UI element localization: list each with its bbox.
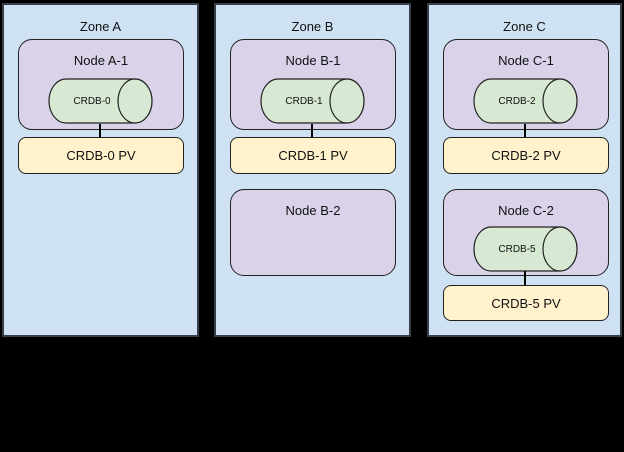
node-b-1: Node B-1 CRDB-1 xyxy=(230,39,396,130)
connector-line xyxy=(99,124,101,138)
zone-label: Zone A xyxy=(79,19,122,34)
node-c-1: Node C-1 CRDB-2 xyxy=(443,39,609,130)
pv-label: CRDB-2 PV xyxy=(491,148,561,163)
cylinder-crdb-2: CRDB-2 xyxy=(473,78,578,124)
zone-label: Zone C xyxy=(503,19,546,34)
node-label: Node B-1 xyxy=(285,53,341,68)
db-label: CRDB-2 xyxy=(498,95,536,107)
db-label: CRDB-5 xyxy=(498,243,536,255)
db-label: CRDB-0 xyxy=(73,95,111,107)
node-b-2: Node B-2 xyxy=(230,189,396,276)
pv-label: CRDB-0 PV xyxy=(66,148,136,163)
zone-b: Zone B Node B-1 CRDB-1 CRDB-1 PV Node B-… xyxy=(214,3,411,337)
cylinder-crdb-5: CRDB-5 xyxy=(473,226,578,272)
cylinder-crdb-0: CRDB-0 xyxy=(48,78,153,124)
node-label: Node C-2 xyxy=(498,203,554,218)
pv-crdb-1: CRDB-1 PV xyxy=(230,137,396,174)
pv-label: CRDB-5 PV xyxy=(491,295,561,311)
db-label: CRDB-1 xyxy=(285,95,323,107)
zone-c: Zone C Node C-1 CRDB-2 CRDB-2 PV Node C-… xyxy=(427,3,622,337)
connector-line xyxy=(524,124,526,138)
zone-label: Zone B xyxy=(291,19,334,34)
connector-line xyxy=(524,271,526,285)
zone-a: Zone A Node A-1 CRDB-0 CRDB-0 PV xyxy=(2,3,199,337)
cylinder-crdb-1: CRDB-1 xyxy=(260,78,365,124)
node-label: Node C-1 xyxy=(498,53,554,68)
node-c-2: Node C-2 CRDB-5 xyxy=(443,189,609,276)
pv-crdb-5: CRDB-5 PV xyxy=(443,285,609,321)
node-label: Node A-1 xyxy=(73,53,129,68)
pv-crdb-0: CRDB-0 PV xyxy=(18,137,184,174)
pv-crdb-2: CRDB-2 PV xyxy=(443,137,609,174)
pv-label: CRDB-1 PV xyxy=(278,148,348,163)
node-label: Node B-2 xyxy=(285,203,341,218)
connector-line xyxy=(311,124,313,138)
node-a-1: Node A-1 CRDB-0 xyxy=(18,39,184,130)
